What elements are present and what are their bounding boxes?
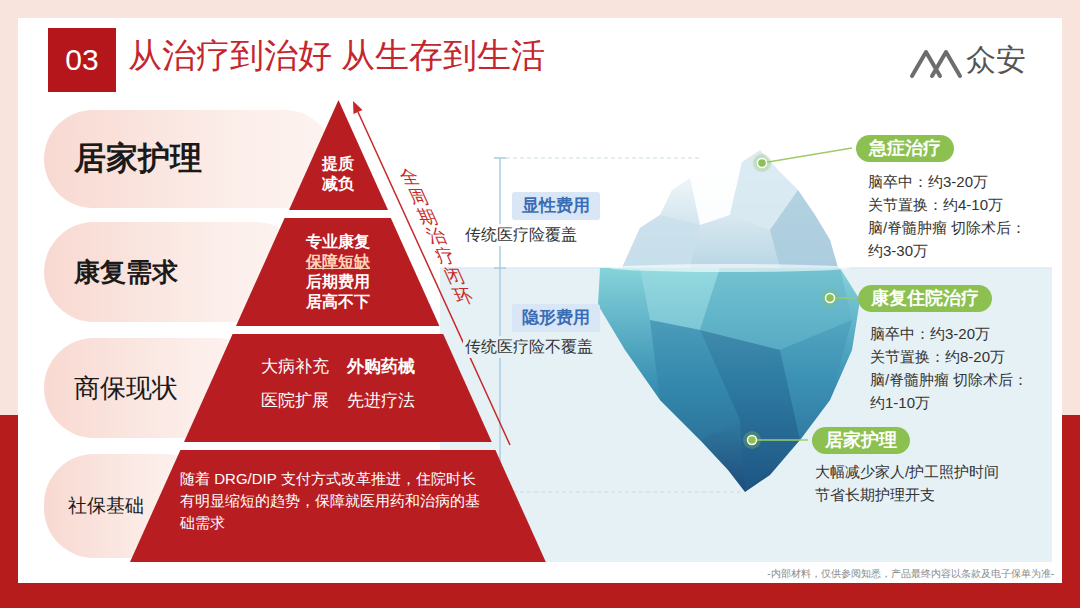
leader-dot-halo (821, 289, 839, 307)
iceberg-facet (770, 190, 838, 268)
pyramid-shape (184, 334, 492, 442)
iceberg-tip (622, 150, 838, 268)
level-text: 提质 减负 (320, 154, 357, 194)
leader-dot (826, 294, 835, 303)
pyramid-level: 专业康复保障短缺后期费用 居高不下 (236, 218, 439, 326)
level-label-pill: 居家护理 (44, 110, 334, 208)
section-number: 03 (65, 43, 98, 77)
pyramid-level: 随着 DRG/DIP 支付方式改革推进，住院时长有明显缩短的趋势，保障就医用药和… (130, 450, 546, 562)
pyramid-shape (236, 218, 439, 326)
level-text: 医院扩展 (261, 390, 329, 412)
iceberg-facet (780, 320, 852, 440)
iceberg-facet (622, 215, 700, 268)
iceberg-underwater (598, 268, 860, 492)
stage-tag: 康复住院治疗 (858, 285, 992, 312)
tag-text: 隐形费用 (522, 307, 590, 329)
cost-tag: 隐形费用 (512, 304, 600, 332)
level-label: 居家护理 (74, 137, 202, 181)
pyramid-shape (184, 334, 492, 442)
level-text: 先进疗法 (347, 390, 415, 412)
coverage-note: 传统医疗险覆盖 (463, 224, 579, 246)
dimension-line (499, 158, 501, 492)
guide-dash (506, 158, 700, 159)
level-label: 康复需求 (74, 255, 178, 290)
dimension-tick (494, 157, 506, 159)
cost-line: 关节置换：约4-10万 (868, 193, 1003, 216)
stage-tag: 急症治疗 (856, 135, 954, 162)
level-text: 随着 DRG/DIP 支付方式改革推进，住院时长有明显缩短的趋势，保障就医用药和… (180, 468, 480, 534)
tag-text: 康复住院治疗 (871, 287, 979, 310)
white-card (18, 18, 1062, 583)
slide-title: 从治疗到治好 从生存到生活 (128, 33, 545, 77)
benefit-line: 大幅减少家人/护工照护时间 (815, 460, 999, 483)
benefit-line: 节省长期护理开支 (815, 483, 935, 506)
tag-text: 居家护理 (825, 429, 897, 452)
logo-mark (912, 52, 960, 76)
coverage-note: 传统医疗险不覆盖 (463, 336, 595, 358)
section-number-box: 03 (48, 28, 116, 92)
cost-line: 关节置换：约8-20万 (870, 345, 1005, 368)
level-text: 后期费用 居高不下 (304, 272, 373, 312)
pyramid-shape (289, 100, 388, 210)
level-label: 社保基础 (68, 493, 144, 519)
dimension-tick (494, 267, 506, 269)
leader-dot-halo (753, 154, 771, 172)
cost-tag: 显性费用 (512, 192, 600, 220)
leader-dot (748, 436, 757, 445)
level-text: 外购药械 (347, 356, 415, 378)
cost-line: 脑/脊髓肿瘤 切除术后：约3-30万 (868, 216, 1046, 262)
cycle-arrow-head (353, 101, 363, 114)
footer-note: -内部材料，仅供参阅知悉，产品最终内容以条款及电子保单为准- (767, 567, 1054, 581)
leader-dot-halo (743, 431, 761, 449)
level-text: 大病补充 (261, 356, 329, 378)
stage-tag: 居家护理 (812, 427, 910, 454)
water-panel (440, 268, 1052, 562)
tag-text: 急症治疗 (869, 137, 941, 160)
level-text: 专业康复 (236, 232, 439, 252)
tag-text: 显性费用 (522, 195, 590, 217)
leader-line (762, 148, 852, 163)
level-text: 保障短缺 (236, 252, 439, 272)
cost-line: 脑/脊髓肿瘤 切除术后：约1-10万 (870, 368, 1048, 414)
guide-dash (506, 492, 740, 493)
waterline-highlight (610, 264, 850, 272)
level-label: 商保现状 (74, 371, 178, 406)
cost-line: 脑卒中：约3-20万 (868, 170, 988, 193)
pyramid-level: 提质 减负 (289, 100, 388, 210)
logo-text: 众安 (966, 40, 1026, 80)
leader-dot (758, 159, 767, 168)
pyramid-level: 大病补充外购药械医院扩展先进疗法 (184, 334, 492, 442)
pyramid-shape (130, 450, 546, 562)
cost-line: 脑卒中：约3-20万 (870, 322, 990, 345)
